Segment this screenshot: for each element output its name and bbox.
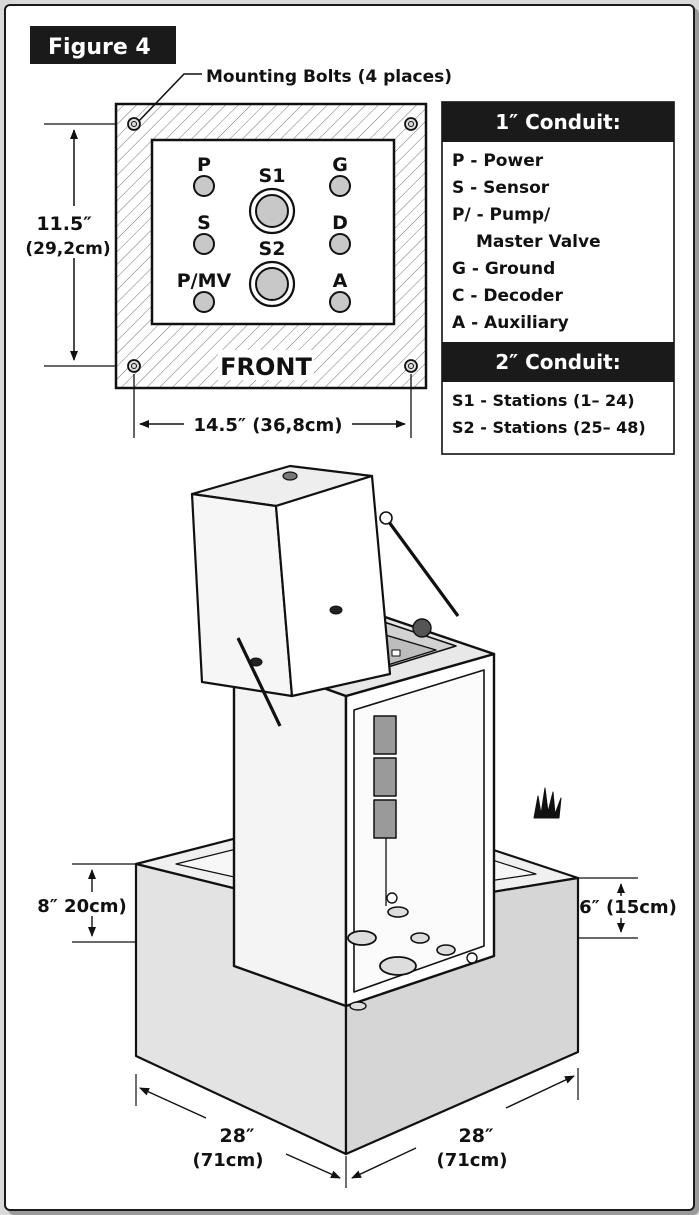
legend-item: P - Power — [452, 151, 544, 171]
legend-item: Master Valve — [476, 232, 601, 252]
port-s2 — [255, 267, 289, 301]
figure-frame: Figure 4 Mounting Bolts (4 places) P S P… — [4, 4, 695, 1211]
lid-rod — [236, 637, 282, 727]
port-label-a: A — [333, 270, 348, 292]
port-label-s2: S2 — [259, 238, 286, 260]
installation-diagram: Figure 4 Mounting Bolts (4 places) P S P… — [25, 26, 677, 1188]
port-label-s: S — [197, 212, 211, 234]
base-dimensions: 8″ 20cm) 6″ (15cm) 28″ (71cm) 28″ (71cm) — [37, 863, 677, 1188]
legend-item: A - Auxiliary — [452, 313, 569, 333]
callout-text: Mounting Bolts (4 places) — [206, 67, 452, 87]
base-left-width-metric: (71cm) — [193, 1150, 264, 1171]
port-label-g: G — [332, 154, 348, 176]
legend-item: S - Sensor — [452, 178, 550, 198]
figure-label: Figure 4 — [48, 35, 151, 60]
base-left-height: 8″ 20cm) — [37, 896, 127, 917]
legend-item: S2 - Stations (25– 48) — [452, 418, 646, 437]
legend-title-1in: 1″ Conduit: — [495, 110, 620, 134]
height-dim-metric: (29,2cm) — [25, 239, 110, 259]
bolt-hole — [404, 117, 418, 131]
width-dim-text: 14.5″ (36,8cm) — [193, 415, 342, 436]
front-label: FRONT — [220, 353, 312, 381]
figure-tab: Figure 4 — [30, 26, 176, 64]
port-label-d: D — [332, 212, 348, 234]
controller-illustration — [134, 464, 580, 1156]
bolt-hole — [404, 359, 418, 373]
base-right-width: 28″ — [459, 1125, 494, 1147]
legend-title-2in: 2″ Conduit: — [495, 350, 620, 374]
port-s1 — [255, 194, 289, 228]
cabinet-front — [232, 654, 348, 1008]
lid-inner — [274, 474, 392, 698]
height-dim-text: 11.5″ — [36, 213, 92, 235]
port-p — [193, 175, 215, 197]
legend-item: G - Ground — [452, 259, 555, 279]
top-view-plate: P S P/MV S1 S2 G D A FRONT — [114, 102, 428, 390]
legend-item: P/ - Pump/ — [452, 205, 551, 225]
port-a — [329, 291, 351, 313]
port-s — [193, 233, 215, 255]
grass-icon — [533, 787, 562, 819]
lid-rod — [384, 517, 460, 617]
bolt-hole — [127, 117, 141, 131]
base-left-width: 28″ — [220, 1125, 255, 1147]
port-g — [329, 175, 351, 197]
base-right-height: 6″ (15cm) — [579, 897, 677, 918]
port-label-s1: S1 — [259, 165, 286, 187]
port-label-pmv: P/MV — [177, 270, 232, 292]
port-pmv — [193, 291, 215, 313]
legend-item: C - Decoder — [452, 286, 563, 306]
dial-icon — [412, 618, 432, 638]
width-dimension: 14.5″ (36,8cm) — [133, 374, 412, 438]
height-dimension: 11.5″ (29,2cm) — [25, 123, 116, 367]
port-label-p: P — [197, 154, 211, 176]
legend-item: S1 - Stations (1– 24) — [452, 391, 635, 410]
bolt-hole — [127, 359, 141, 373]
conduit-legend: 1″ Conduit: P - Power S - Sensor P/ - Pu… — [441, 101, 675, 455]
port-d — [329, 233, 351, 255]
base-right-width-metric: (71cm) — [437, 1150, 508, 1171]
